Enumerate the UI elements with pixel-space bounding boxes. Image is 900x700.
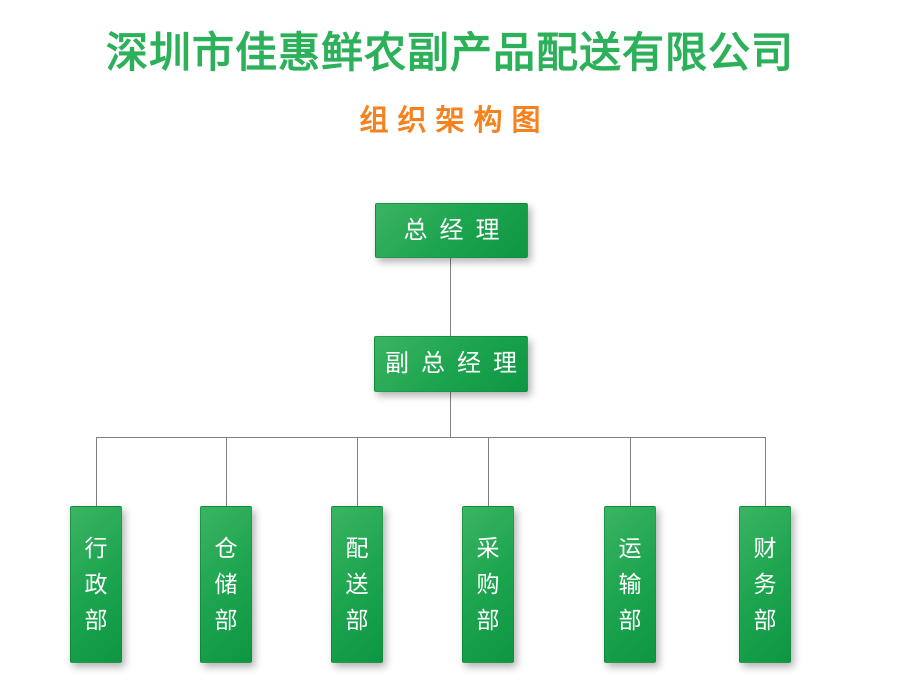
org-node-label: 配送部 [345,535,369,633]
connector-drop-transportation [630,437,631,506]
connector-drop-distribution [357,437,358,506]
org-node-label: 副总经理 [385,350,529,377]
org-node-distribution-dept: 配送部 [331,506,383,663]
connector-drop-purchasing [488,437,489,506]
org-node-administration-dept: 行政部 [70,506,122,663]
org-node-purchasing-dept: 采购部 [462,506,514,663]
connector-horizontal-bus [96,437,766,438]
connector-deputy-stem [450,392,451,437]
org-node-deputy-general-manager: 副总经理 [374,336,528,392]
org-node-finance-dept: 财务部 [739,506,791,663]
company-title: 深圳市佳惠鲜农副产品配送有限公司 [105,29,794,76]
org-node-label: 仓储部 [214,535,238,633]
org-node-transportation-dept: 运输部 [604,506,656,663]
org-node-label: 采购部 [476,535,500,633]
org-node-label: 总经理 [403,216,512,244]
org-node-label: 财务部 [753,535,777,633]
chart-subtitle: 组织架构图 [359,105,550,137]
connector-drop-warehousing [226,437,227,506]
connector-drop-administration [96,437,97,506]
org-node-warehousing-dept: 仓储部 [200,506,252,663]
org-node-label: 运输部 [618,535,642,633]
connector-drop-finance [765,437,766,506]
org-node-label: 行政部 [84,535,108,633]
connector-root-to-deputy [450,258,451,336]
org-node-general-manager: 总经理 [375,203,528,258]
